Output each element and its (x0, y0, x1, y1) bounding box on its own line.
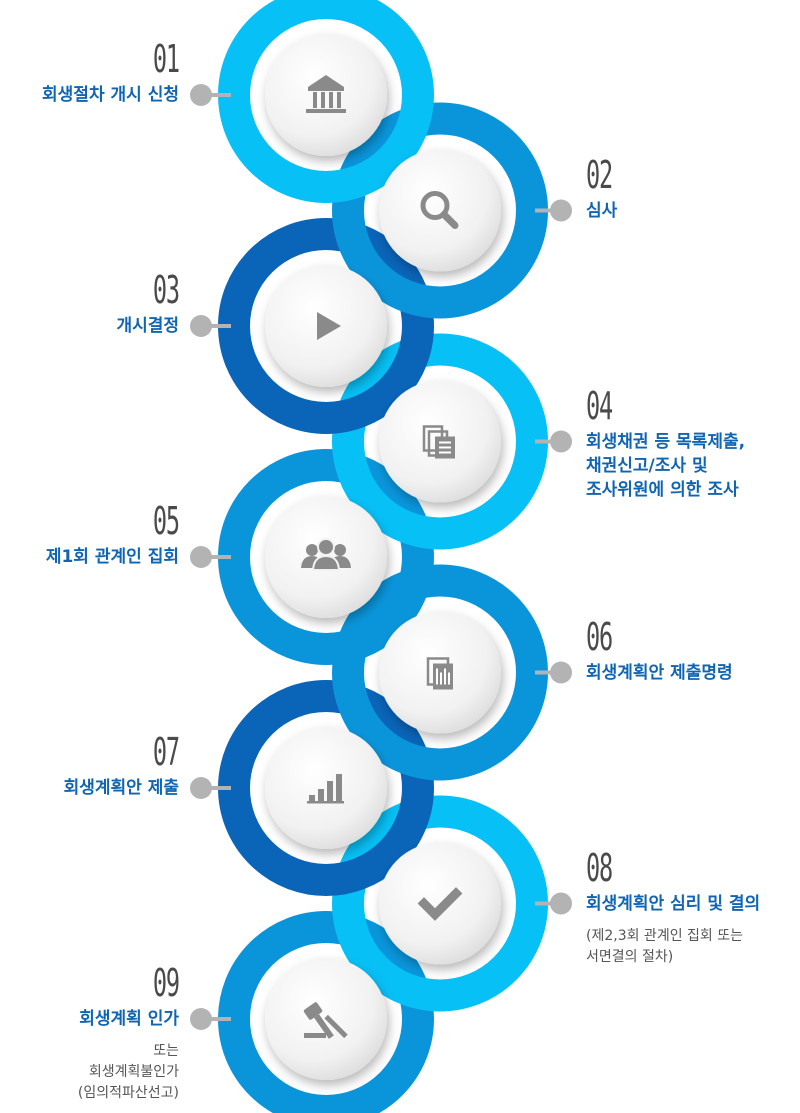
step-note-line: 서면결의 절차) (586, 948, 674, 965)
report-icon (426, 657, 453, 690)
connector-dot-06 (550, 661, 572, 684)
connector-dot-01 (190, 84, 212, 106)
step-note-line: (제2,3회 관계인 집회 또는 (586, 927, 743, 944)
play-icon (317, 312, 341, 340)
connectors (190, 84, 572, 1030)
connector-dot-02 (550, 199, 572, 222)
snake-ring-03 (218, 218, 434, 434)
step-note-line: 회생계획불인가 (88, 1064, 179, 1080)
step-number-08: 08 (586, 845, 613, 890)
step-title-line: 제1회 관계인 집회 (45, 547, 179, 567)
bar-chart-icon (307, 774, 344, 804)
step-number-05: 05 (153, 499, 180, 543)
step-title-line: 채권신고/조사 및 (586, 455, 708, 476)
snake-ring-09 (218, 911, 434, 1113)
step-discs (265, 34, 501, 1080)
step-title-line: 회생계획안 심리 및 결의 (586, 893, 761, 914)
step-title-07: 회생계획안 제출 (64, 776, 179, 800)
gavel-icon (303, 1002, 348, 1039)
snake-ring-01 (218, 0, 434, 203)
step-title-line: 회생절차 개시 신청 (42, 85, 179, 105)
connector-dot-09 (190, 1008, 212, 1030)
snake-ring-02 (332, 102, 548, 319)
snake-ring-08 (332, 795, 548, 1012)
step-disc-01 (265, 34, 387, 156)
snake-ring-04 (332, 333, 548, 550)
search-icon (420, 191, 459, 229)
step-number-06: 06 (586, 614, 613, 659)
step-title-line: 회생계획안 제출명령 (586, 662, 733, 683)
step-number-03: 03 (153, 268, 180, 312)
step-title-02: 심사 (586, 199, 617, 223)
bank-icon (306, 75, 346, 113)
step-number-01: 01 (153, 37, 180, 81)
step-disc-02 (379, 149, 501, 272)
step-title-09: 회생계획 인가 (79, 1007, 179, 1031)
snake-path (218, 0, 548, 1113)
step-title-08: 회생계획안 심리 및 결의 (586, 892, 760, 916)
documents-icon (422, 425, 455, 459)
step-title-line: 회생계획안 제출 (63, 778, 179, 798)
connector-dot-08 (550, 892, 572, 915)
people-group-icon (301, 538, 351, 571)
step-disc-07 (265, 727, 387, 849)
connector-dot-03 (190, 315, 212, 337)
step-title-line: 개시결정 (116, 316, 179, 336)
connector-dot-04 (550, 430, 572, 453)
step-number-09: 09 (153, 961, 180, 1005)
step-note-line: (임의적파산선고) (77, 1085, 179, 1101)
step-title-03: 개시결정 (116, 314, 179, 338)
step-number-02: 02 (586, 152, 613, 197)
step-title-line: 회생채권 등 목록제출, (586, 431, 746, 452)
step-title-05: 제1회 관계인 집회 (46, 545, 179, 569)
step-title-line: 회생계획 인가 (79, 1009, 179, 1029)
step-title-01: 회생절차 개시 신청 (42, 83, 179, 107)
snake-ring-05 (218, 449, 434, 665)
connector-dot-07 (190, 777, 212, 799)
step-note-line: 또는 (153, 1043, 179, 1059)
check-icon (417, 887, 463, 921)
connector-dot-05 (190, 546, 212, 568)
step-title-06: 회생계획안 제출명령 (586, 661, 733, 685)
snake-ring-06 (332, 564, 548, 781)
step-number-04: 04 (586, 383, 613, 428)
step-title-line: 조사위원에 의한 조사 (586, 479, 739, 500)
step-title-line: 심사 (586, 200, 618, 221)
snake-ring-07 (218, 680, 434, 896)
step-number-07: 07 (153, 730, 180, 774)
